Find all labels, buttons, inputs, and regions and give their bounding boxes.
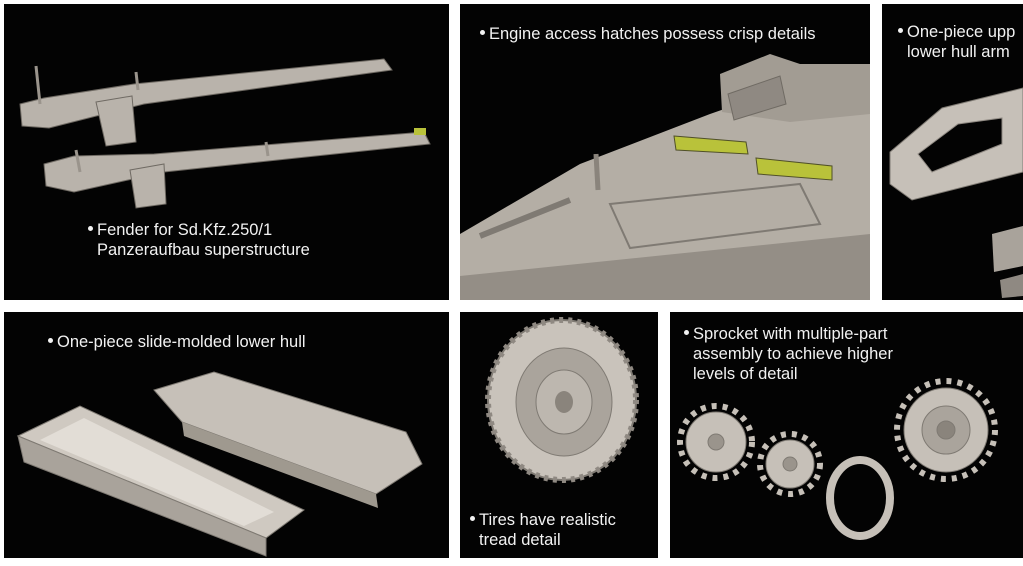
sprocket-caption-line-3: levels of detail bbox=[693, 365, 798, 383]
bullet-icon bbox=[480, 30, 485, 36]
upper-hull-image bbox=[889, 87, 1023, 298]
tire-image bbox=[485, 317, 639, 483]
bullet-icon bbox=[88, 226, 93, 232]
fender-caption-line-2: Panzeraufbau superstructure bbox=[97, 241, 310, 259]
sprocket-image bbox=[677, 378, 998, 540]
upper-hull-caption-line-2: lower hull arm bbox=[907, 43, 1010, 61]
panel-engine-hatches: Engine access hatches possess crisp deta… bbox=[460, 4, 870, 300]
lower-hull-caption-line-1: One-piece slide-molded lower hull bbox=[57, 333, 306, 351]
tires-caption-line-2: tread detail bbox=[479, 531, 561, 549]
fender-caption-line-1: Fender for Sd.Kfz.250/1 bbox=[97, 221, 273, 239]
lower-hull-image bbox=[16, 371, 423, 557]
lower-hull-caption: One-piece slide-molded lower hull bbox=[48, 332, 306, 352]
engine-hatch-image bbox=[460, 54, 870, 300]
sprocket-caption: Sprocket with multiple-part assembly to … bbox=[684, 324, 893, 384]
panel-fender: Fender for Sd.Kfz.250/1 Panzeraufbau sup… bbox=[4, 4, 449, 300]
engine-caption: Engine access hatches possess crisp deta… bbox=[480, 24, 816, 44]
tires-caption: Tires have realistic tread detail bbox=[470, 510, 616, 550]
engine-caption-line-1: Engine access hatches possess crisp deta… bbox=[489, 25, 816, 43]
sprocket-caption-line-1: Sprocket with multiple-part bbox=[693, 325, 888, 343]
panel-sprocket: Sprocket with multiple-part assembly to … bbox=[670, 312, 1023, 558]
sprocket-caption-line-2: assembly to achieve higher bbox=[693, 345, 893, 363]
bullet-icon bbox=[470, 516, 475, 522]
upper-hull-caption: One-piece upp lower hull arm bbox=[898, 22, 1015, 62]
fender-caption: Fender for Sd.Kfz.250/1 Panzeraufbau sup… bbox=[88, 220, 310, 260]
bullet-icon bbox=[684, 330, 689, 336]
panel-lower-hull: One-piece slide-molded lower hull bbox=[4, 312, 449, 558]
upper-hull-caption-line-1: One-piece upp bbox=[907, 23, 1016, 41]
bullet-icon bbox=[898, 28, 903, 34]
tires-caption-line-1: Tires have realistic bbox=[479, 511, 616, 529]
panel-upper-hull: One-piece upp lower hull arm bbox=[882, 4, 1023, 300]
bullet-icon bbox=[48, 338, 53, 344]
fender-parts-image bbox=[19, 58, 431, 209]
panel-tires: Tires have realistic tread detail bbox=[460, 312, 658, 558]
